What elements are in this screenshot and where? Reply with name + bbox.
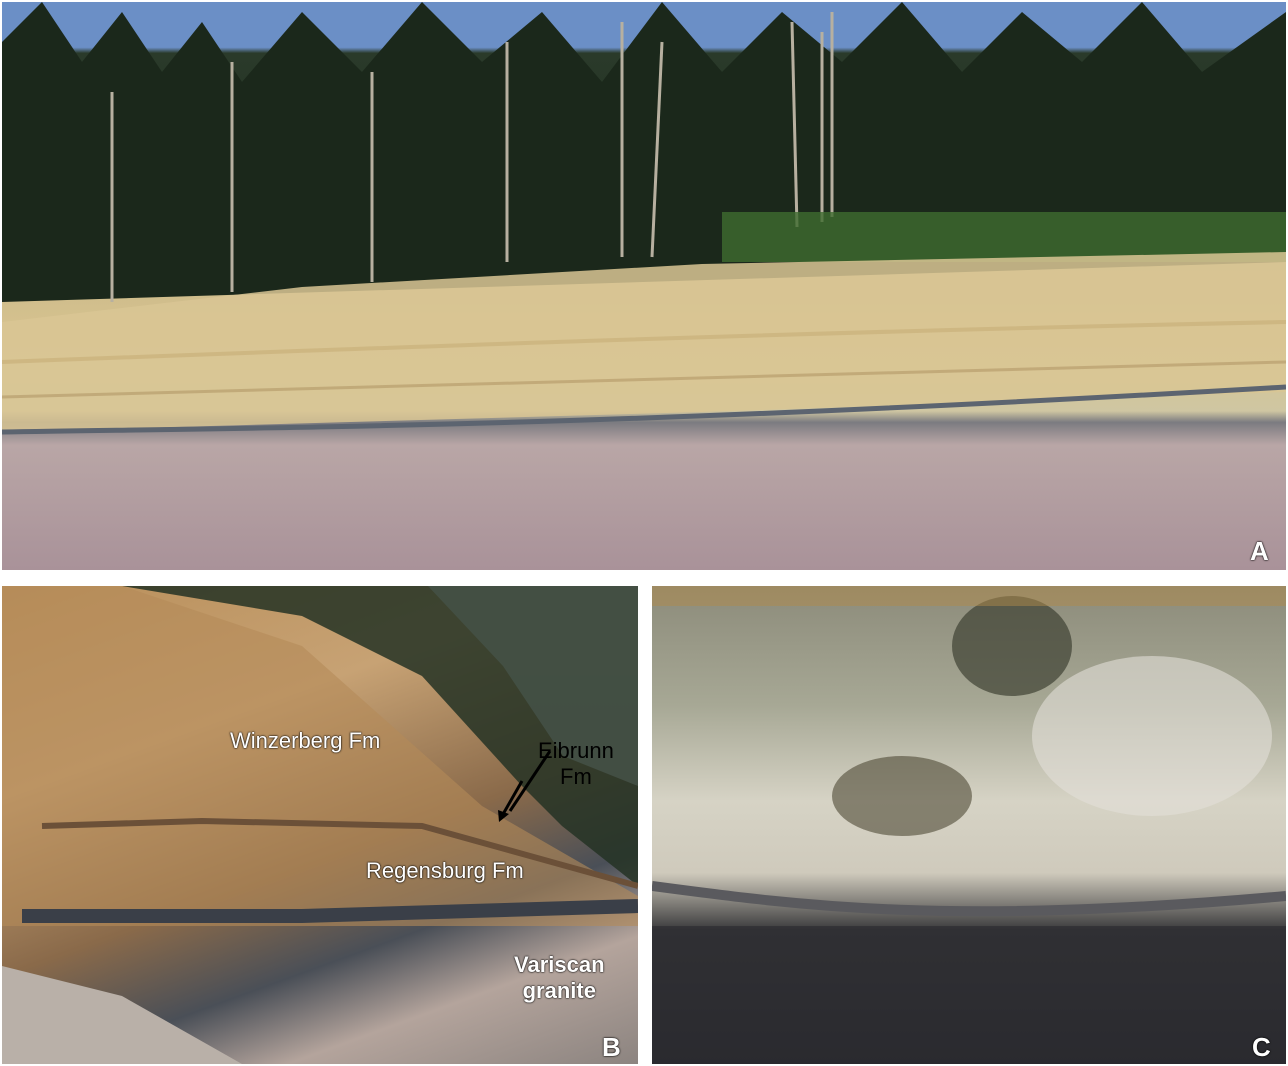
- label-variscan-line2: granite: [522, 978, 596, 1003]
- label-variscan-line1: Variscan: [514, 952, 605, 977]
- forest-and-outcrop-illustration: [2, 2, 1286, 435]
- photo-panel-b: Winzerberg Fm Eibrunn Fm Regensburg Fm V…: [2, 586, 638, 1064]
- cliff-illustration: [2, 586, 638, 1064]
- label-eibrunn-line2: Fm: [560, 764, 592, 789]
- label-eibrunn-line1: Eibrunn: [538, 738, 614, 763]
- label-variscan-granite: Variscan granite: [514, 952, 605, 1004]
- label-regensburg-fm: Regensburg Fm: [366, 858, 524, 883]
- label-winzerberg-fm: Winzerberg Fm: [230, 728, 381, 753]
- panel-letter-a: A: [1250, 536, 1269, 566]
- photo-panel-a: A: [2, 2, 1286, 570]
- panel-letter-b: B: [602, 1032, 621, 1062]
- photo-panel-c: C: [652, 586, 1286, 1064]
- rock-closeup-illustration: [652, 586, 1286, 1064]
- label-eibrunn-fm: Eibrunn Fm: [538, 738, 614, 790]
- panel-letter-c: C: [1252, 1032, 1271, 1062]
